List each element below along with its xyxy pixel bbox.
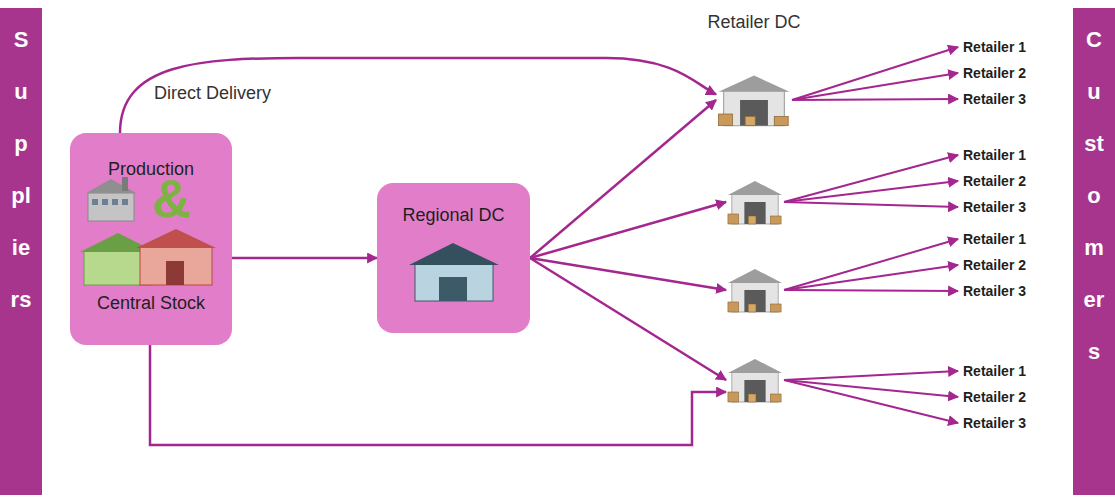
flow-arrow — [784, 380, 958, 397]
flow-arrow — [530, 100, 716, 258]
flow-arrow — [784, 202, 958, 207]
retailer-label: Retailer 1 — [963, 363, 1026, 379]
parcel — [728, 302, 739, 312]
band-label: Customers — [1083, 14, 1105, 378]
warehouse-icon — [726, 356, 784, 404]
retailer-node: Retailer 2 — [963, 257, 1026, 273]
flow-arrow — [784, 239, 958, 290]
retailer-node: Retailer 2 — [963, 65, 1026, 81]
retailer-label: Retailer 3 — [963, 283, 1026, 299]
process-box: Production& Central Stock — [70, 133, 232, 345]
flow-arrow — [784, 380, 958, 423]
retailer-label: Retailer 2 — [963, 173, 1026, 189]
parcel — [774, 116, 788, 125]
box-label: Central Stock — [70, 293, 232, 314]
node-heading: Retailer DC — [707, 12, 800, 33]
dc-door — [439, 277, 467, 301]
warehouse-roof — [728, 181, 782, 195]
side-band: Customers — [1073, 8, 1115, 495]
retailer-label: Retailer 2 — [963, 257, 1026, 273]
process-box: Regional DC — [377, 183, 530, 333]
red-warehouse-wall — [140, 247, 212, 285]
box-label: Regional DC — [377, 205, 530, 226]
flow-arrow — [120, 58, 716, 133]
red-warehouse-roof — [136, 229, 216, 248]
retailer-node: Retailer 3 — [963, 283, 1026, 299]
retailer-node: Retailer 1 — [963, 363, 1026, 379]
retailer-label: Retailer 1 — [963, 147, 1026, 163]
warehouse-icon — [726, 266, 784, 314]
warehouse-door — [740, 100, 768, 126]
parcel — [770, 394, 781, 402]
dc-wall — [415, 263, 493, 301]
warehouse-node — [726, 356, 784, 404]
warehouse-door — [744, 380, 765, 402]
warehouse-icon — [716, 72, 792, 128]
warehouse-roof — [728, 269, 782, 283]
warehouse-door — [744, 202, 765, 224]
flow-arrow — [784, 371, 958, 380]
flow-arrow — [784, 181, 958, 202]
ampersand-label: & — [152, 171, 191, 225]
factory-chimney — [122, 177, 128, 191]
parcel — [748, 216, 756, 224]
retailer-node: Retailer 1 — [963, 39, 1026, 55]
warehouse-door — [744, 290, 765, 312]
band-label: Suppliers — [10, 14, 32, 326]
warehouse-icon — [726, 178, 784, 226]
retailer-label: Retailer 3 — [963, 199, 1026, 215]
retailer-node: Retailer 3 — [963, 415, 1026, 431]
factory-roof — [86, 179, 136, 193]
warehouse-node: Retailer DC — [716, 72, 792, 128]
warehouse-roof — [728, 359, 782, 373]
flow-arrow — [792, 73, 958, 100]
warehouse-roof — [719, 76, 790, 92]
parcel — [728, 214, 739, 224]
factory-window — [112, 199, 118, 205]
factory-window — [92, 199, 98, 205]
factory-window — [102, 199, 108, 205]
flow-arrow — [792, 47, 958, 100]
flow-arrow — [150, 345, 726, 445]
retailer-node: Retailer 3 — [963, 199, 1026, 215]
parcel — [745, 116, 755, 125]
parcel — [748, 304, 756, 312]
parcel — [770, 216, 781, 224]
flow-arrow — [530, 258, 726, 380]
warehouse-node — [726, 266, 784, 314]
factory-window — [122, 199, 128, 205]
flow-arrow — [232, 257, 377, 260]
warehouse-door — [166, 261, 184, 285]
warehouse-node — [726, 178, 784, 226]
retailer-label: Retailer 1 — [963, 231, 1026, 247]
retailer-label: Retailer 2 — [963, 65, 1026, 81]
flow-arrow — [784, 290, 958, 291]
edge-label: Direct Delivery — [152, 83, 273, 104]
flow-arrow — [792, 99, 958, 100]
parcel — [719, 114, 733, 126]
parcel — [770, 304, 781, 312]
retailer-label: Retailer 3 — [963, 415, 1026, 431]
retailer-node: Retailer 2 — [963, 173, 1026, 189]
factory-body — [88, 193, 134, 221]
parcel — [748, 394, 756, 402]
side-band: Suppliers — [0, 8, 42, 495]
flow-arrow — [530, 258, 726, 290]
retailer-node: Retailer 2 — [963, 389, 1026, 405]
dc-roof — [409, 243, 499, 265]
box-label: Production — [70, 159, 232, 180]
retailer-node: Retailer 3 — [963, 91, 1026, 107]
retailer-node: Retailer 1 — [963, 231, 1026, 247]
retailer-node: Retailer 1 — [963, 147, 1026, 163]
flow-arrow — [784, 155, 958, 202]
flow-arrow — [784, 265, 958, 290]
retailer-label: Retailer 1 — [963, 39, 1026, 55]
parcel — [728, 392, 739, 402]
retailer-label: Retailer 3 — [963, 91, 1026, 107]
retailer-label: Retailer 2 — [963, 389, 1026, 405]
flow-arrow — [530, 202, 726, 258]
